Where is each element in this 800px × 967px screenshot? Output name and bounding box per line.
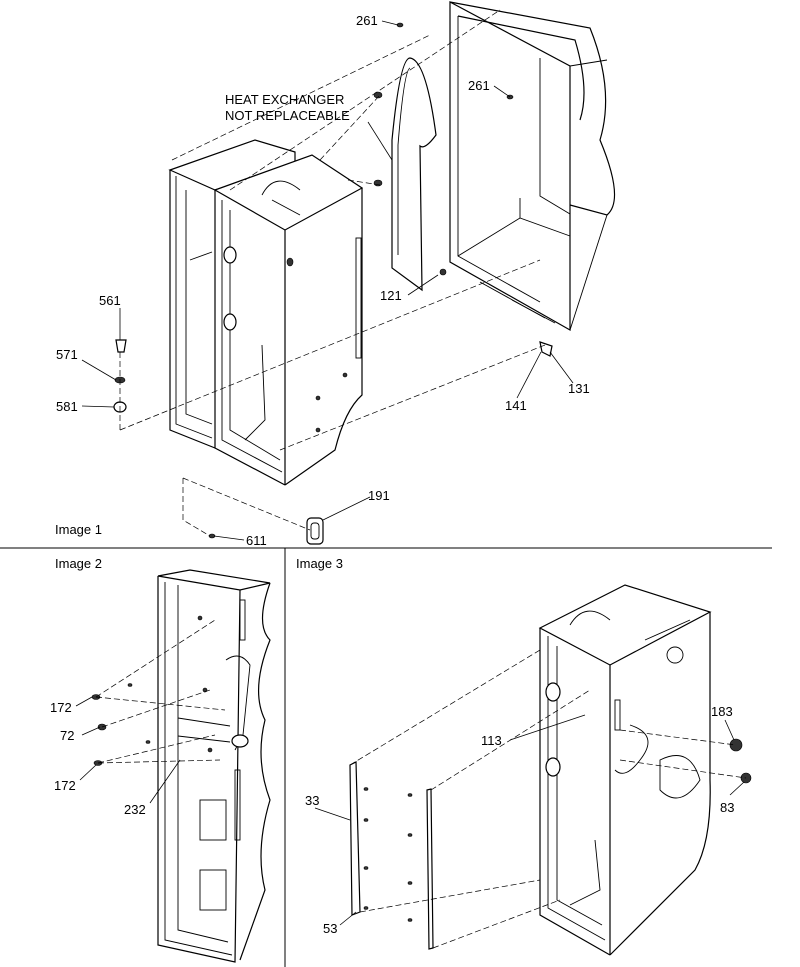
panel-title-image3: Image 3 <box>296 556 343 571</box>
panel-title-image1: Image 1 <box>55 522 102 537</box>
callout-53: 53 <box>323 921 337 936</box>
callout-141: 141 <box>505 398 527 413</box>
panel-title-image2: Image 2 <box>55 556 102 571</box>
callout-261-top: 261 <box>356 13 378 28</box>
callout-172-lower: 172 <box>54 778 76 793</box>
heat-exchanger <box>373 22 514 292</box>
callout-172-upper: 172 <box>50 700 72 715</box>
callout-83: 83 <box>720 800 734 815</box>
callout-121: 121 <box>380 288 402 303</box>
image1-drawing <box>81 1 616 545</box>
image3-leaders <box>314 714 745 926</box>
callout-261-right: 261 <box>468 78 490 93</box>
callout-561: 561 <box>99 293 121 308</box>
image1-small-parts <box>113 339 553 545</box>
callout-131: 131 <box>568 381 590 396</box>
cabinet-liner <box>449 1 616 332</box>
image2-drawing <box>75 569 271 963</box>
compartment-liners <box>168 139 364 486</box>
image2-leaders <box>75 696 181 804</box>
image3-drawing <box>314 584 752 956</box>
callout-183: 183 <box>711 704 733 719</box>
callout-191: 191 <box>368 488 390 503</box>
heat-exchanger-note-line2: NOT REPLACEABLE <box>225 108 350 123</box>
callout-113: 113 <box>481 733 502 748</box>
callout-581: 581 <box>56 399 78 414</box>
callout-72: 72 <box>60 728 74 743</box>
image1-assembly-lines <box>119 9 546 537</box>
callout-571: 571 <box>56 347 78 362</box>
callout-33: 33 <box>305 793 319 808</box>
heat-exchanger-note-line1: HEAT EXCHANGER <box>225 92 344 107</box>
callout-611: 611 <box>246 533 267 548</box>
image1-leaders <box>81 20 574 541</box>
callout-232: 232 <box>124 802 146 817</box>
